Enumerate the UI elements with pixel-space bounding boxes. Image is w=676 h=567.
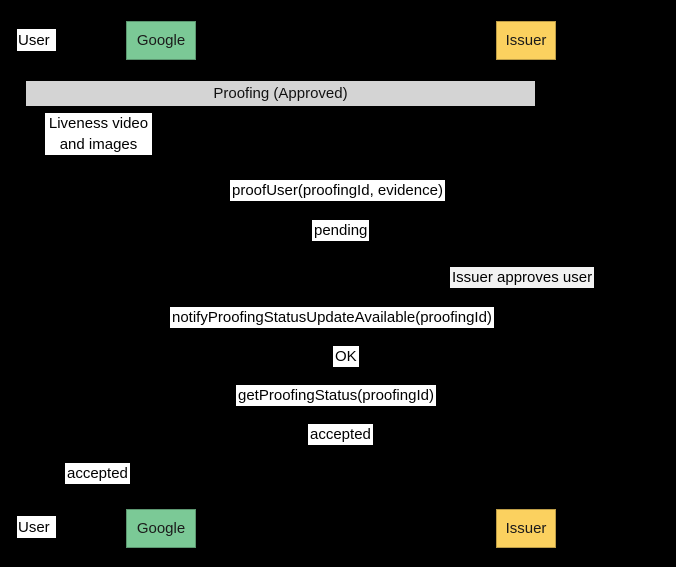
message-accepted-issuer-to-google: accepted: [308, 424, 373, 445]
message-get-proofing-status: getProofingStatus(proofingId): [236, 385, 436, 406]
participant-header-google[interactable]: Google: [126, 21, 196, 60]
message-issuer-approves-user: Issuer approves user: [450, 267, 595, 288]
group-bar-proofing-approved: Proofing (Approved): [26, 81, 535, 106]
message-liveness-video-and-images: Liveness video and images: [45, 113, 152, 155]
message-line-2: and images: [59, 136, 138, 153]
participant-footer-google[interactable]: Google: [126, 509, 196, 548]
message-line-1: Liveness video: [48, 115, 149, 132]
message-accepted-google-to-user: accepted: [65, 463, 130, 484]
participant-footer-issuer[interactable]: Issuer: [496, 509, 556, 548]
participant-header-issuer[interactable]: Issuer: [496, 21, 556, 60]
participant-header-user[interactable]: User: [17, 29, 56, 51]
message-notify-proofing-status-update-available: notifyProofingStatusUpdateAvailable(proo…: [170, 307, 494, 328]
message-pending: pending: [312, 220, 370, 241]
participant-footer-user[interactable]: User: [17, 516, 56, 538]
message-ok: OK: [333, 346, 359, 367]
message-proof-user: proofUser(proofingId, evidence): [230, 180, 445, 201]
